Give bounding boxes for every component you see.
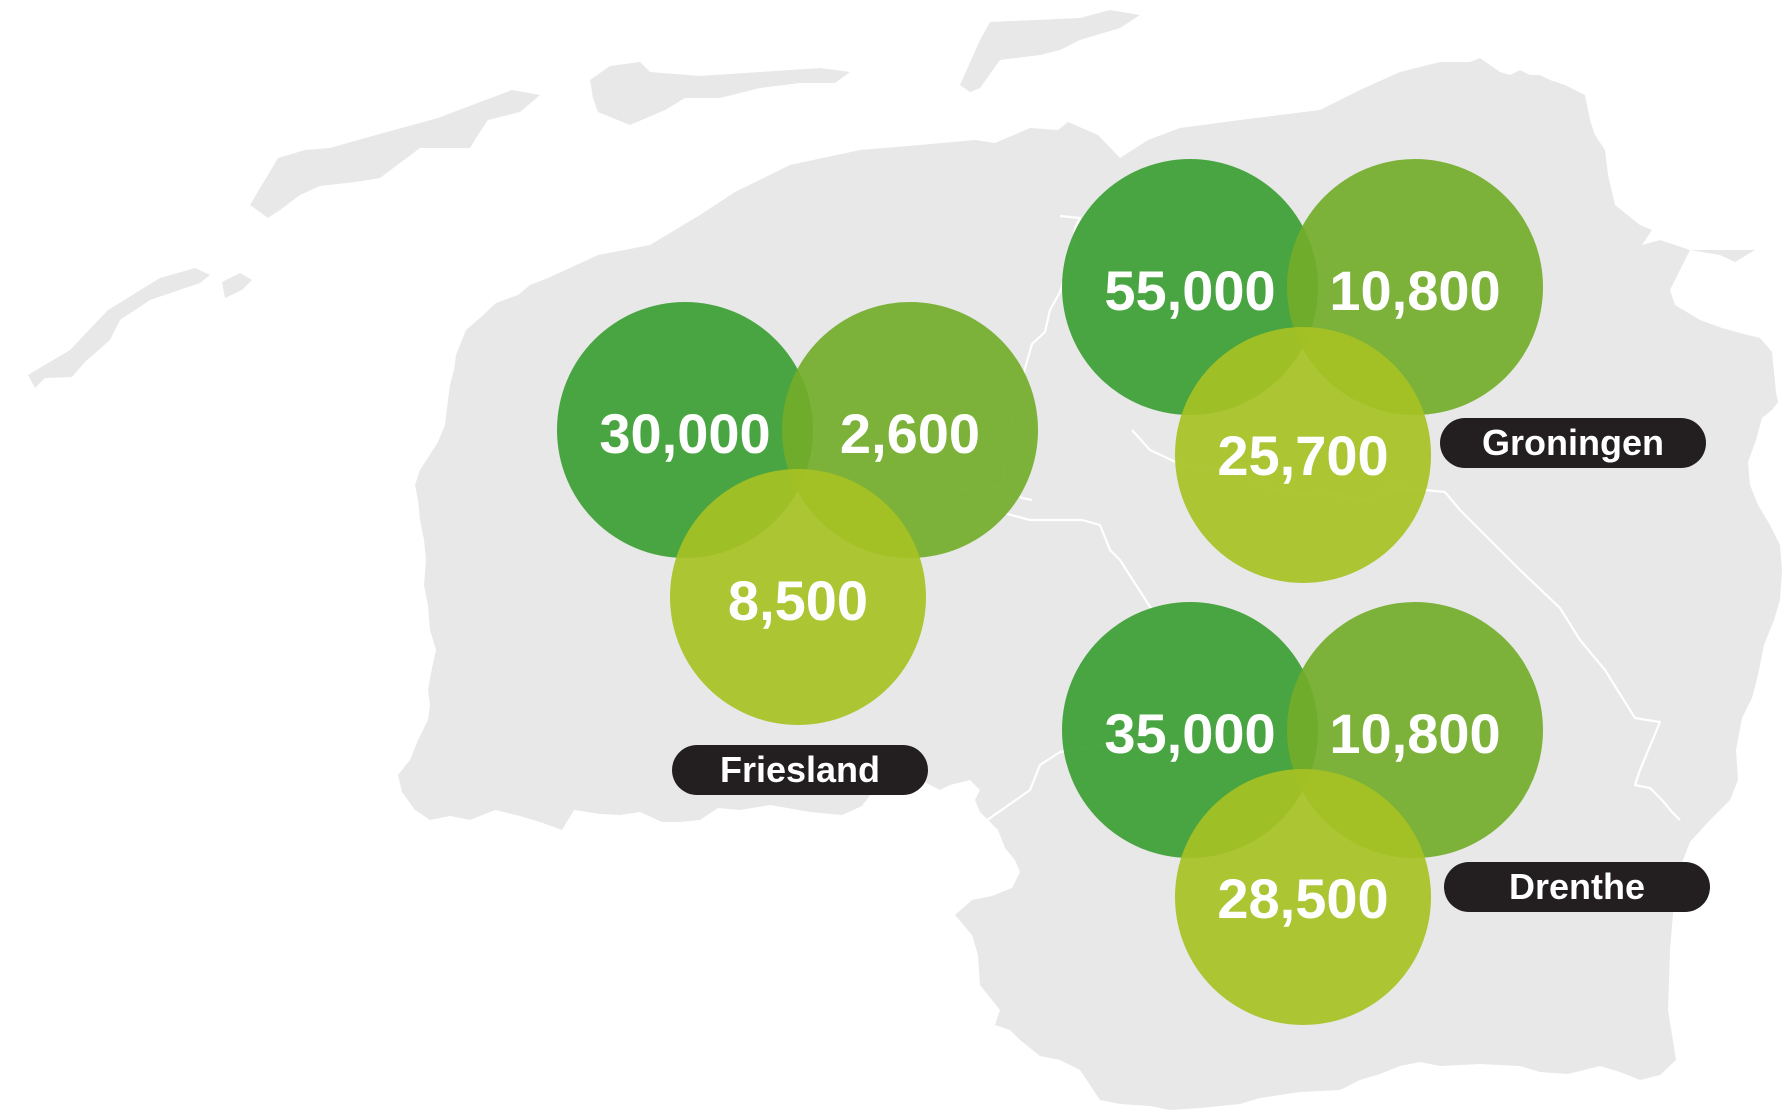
value-groningen-2: 10,800: [1329, 259, 1500, 322]
label-friesland-text: Friesland: [720, 749, 880, 790]
island-ameland: [590, 62, 850, 125]
value-drenthe-3: 28,500: [1217, 867, 1388, 930]
label-groningen: Groningen: [1440, 418, 1706, 468]
value-groningen-3: 25,700: [1217, 424, 1388, 487]
value-drenthe-1: 35,000: [1104, 702, 1275, 765]
island-texel: [28, 268, 210, 388]
island-terschelling: [250, 90, 540, 218]
value-friesland-2: 2,600: [840, 402, 980, 465]
bubble-drenthe-3: [1175, 769, 1431, 1025]
label-groningen-text: Groningen: [1482, 422, 1664, 463]
value-groningen-1: 55,000: [1104, 259, 1275, 322]
label-drenthe: Drenthe: [1444, 862, 1710, 912]
bubble-friesland-3: [670, 469, 926, 725]
bubble-groningen-3: [1175, 327, 1431, 583]
label-drenthe-pill: [1444, 862, 1710, 912]
label-drenthe-text: Drenthe: [1509, 866, 1645, 907]
cluster-drenthe: [1062, 602, 1543, 1025]
label-groningen-pill: [1440, 418, 1706, 468]
value-drenthe-2: 10,800: [1329, 702, 1500, 765]
island-vlieland: [222, 273, 252, 298]
island-schiermonnikoog: [960, 10, 1140, 92]
label-friesland: Friesland: [672, 745, 928, 795]
label-friesland-pill: [672, 745, 928, 795]
cluster-friesland: [557, 302, 1038, 725]
value-friesland-3: 8,500: [728, 569, 868, 632]
cluster-groningen: [1062, 159, 1543, 583]
value-friesland-1: 30,000: [599, 402, 770, 465]
